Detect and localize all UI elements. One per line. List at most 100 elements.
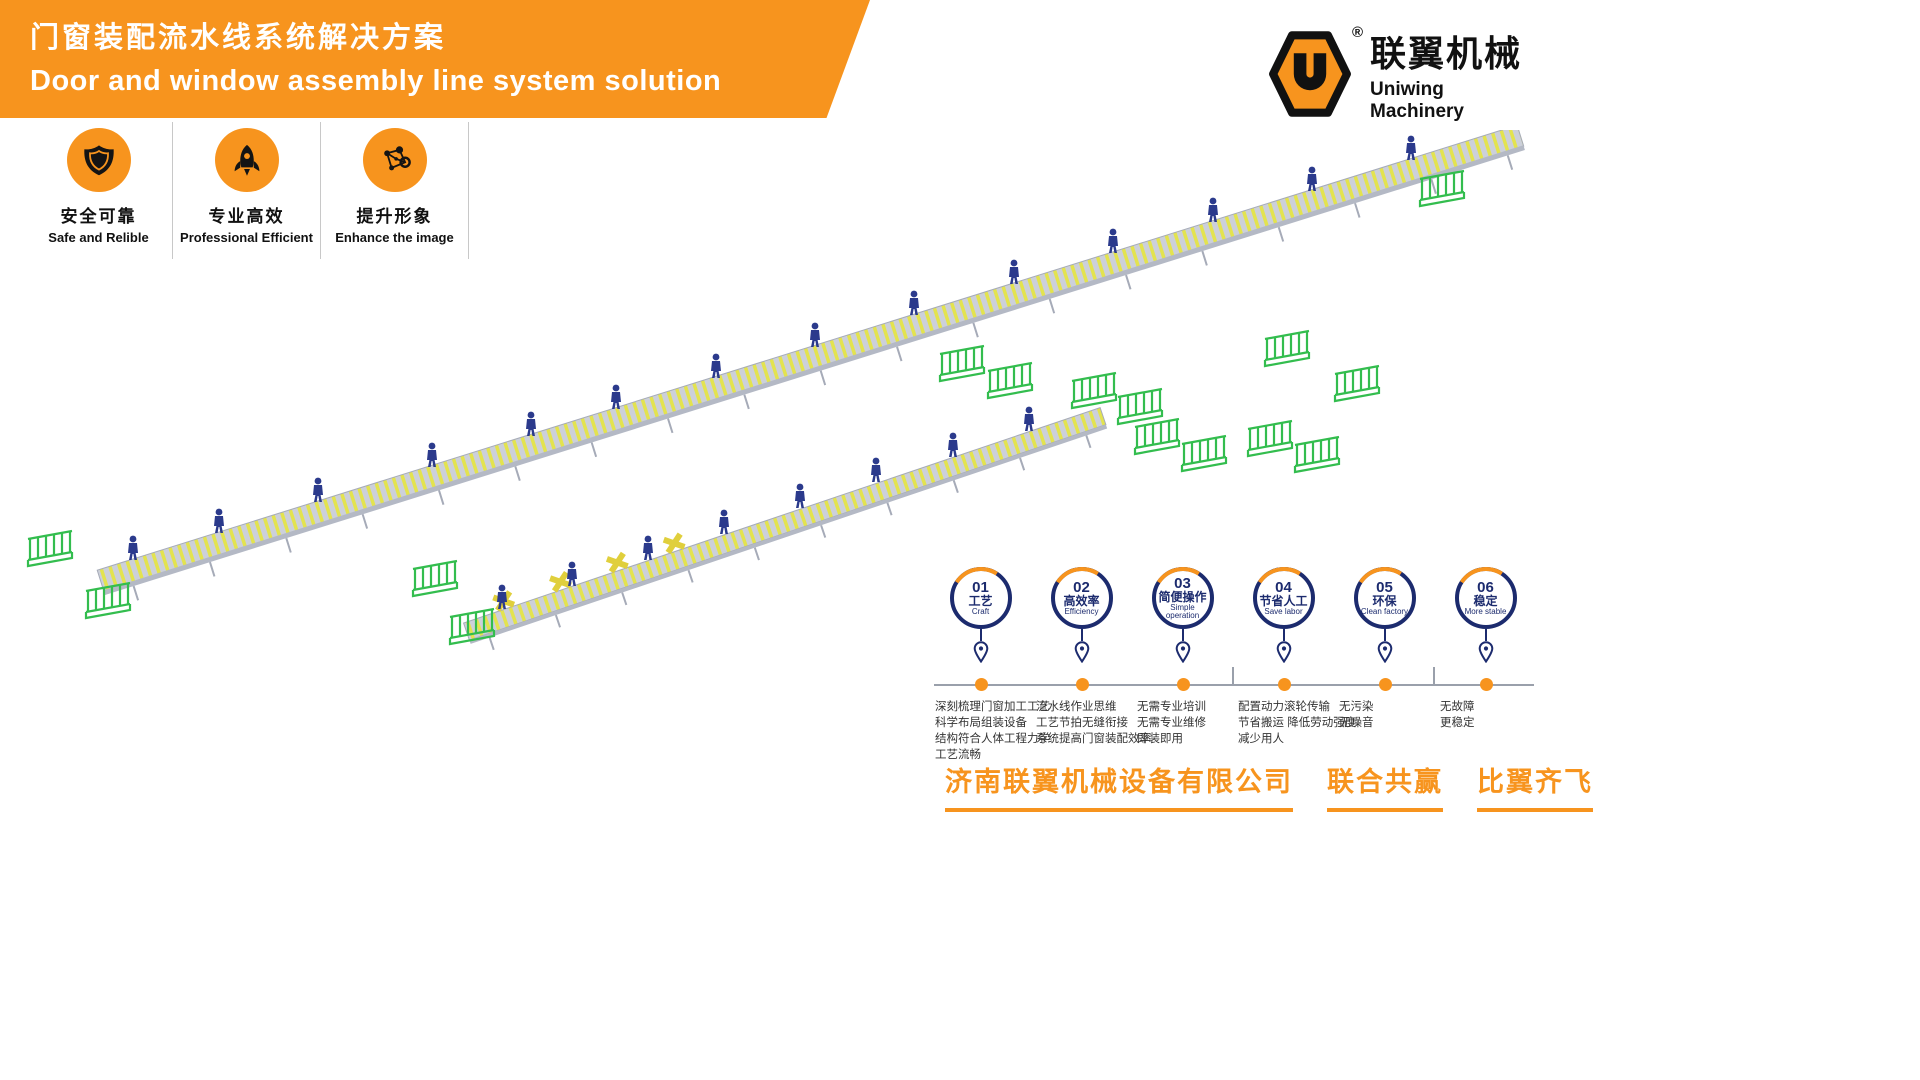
- detail-line: 结构符合人体工程力学: [935, 733, 1050, 745]
- axis-tick: [1433, 667, 1435, 686]
- map-pin-icon: [1175, 641, 1190, 663]
- feature-label-en: Enhance the image: [335, 230, 454, 245]
- detail-line: 节省搬运 降低劳动强度: [1238, 717, 1357, 729]
- timeline-number: 03: [1174, 575, 1191, 592]
- timeline-label-en: More stable: [1464, 607, 1507, 616]
- footer-slogans: 济南联翼机械设备有限公司 联合共赢 比翼齐飞: [945, 760, 1627, 812]
- axis-dot: [1378, 678, 1392, 691]
- circle-accent-arc: [1145, 561, 1220, 635]
- connector-stem: [1282, 629, 1285, 641]
- feature-label-en: Professional Efficient: [180, 230, 313, 245]
- timeline-circle: 03 简便操作 Simple operation: [1145, 561, 1220, 635]
- detail-line: 无噪音: [1339, 717, 1374, 729]
- timeline-item-03: 03 简便操作 Simple operation 无需专业培训 无需专业维修 即…: [1132, 561, 1233, 763]
- timeline-label-en: Simple operation: [1165, 603, 1200, 620]
- timeline-number: 04: [1275, 579, 1292, 596]
- timeline-item-06: 06 稳定 More stable 无故障 更稳定: [1435, 561, 1536, 763]
- feature-image: 提升形象 Enhance the image: [321, 122, 469, 259]
- detail-line: 流水线作业思维: [1036, 701, 1117, 713]
- circle-accent-arc: [943, 561, 1018, 635]
- axis-dot: [974, 678, 988, 691]
- slogan-1: 联合共赢: [1327, 760, 1443, 812]
- timeline-details: 流水线作业思维 工艺节拍无缝衔接 系统提高门窗装配效率: [1031, 699, 1151, 747]
- map-pin-icon: [1074, 641, 1089, 663]
- timeline-label-en: Save labor: [1264, 607, 1303, 616]
- detail-line: 工艺流畅: [935, 749, 981, 761]
- feature-circle: [214, 128, 279, 192]
- detail-line: 无需专业维修: [1137, 717, 1206, 729]
- timeline-details: 无污染 无噪音: [1334, 699, 1435, 731]
- detail-line: 无故障: [1440, 701, 1475, 713]
- timeline-details: 配置动力滚轮传输 节省搬运 降低劳动强度 减少用人: [1233, 699, 1357, 747]
- detail-line: 无污染: [1339, 701, 1374, 713]
- timeline-details: 无需专业培训 无需专业维修 即装即用: [1132, 699, 1233, 747]
- connector-stem: [1181, 629, 1184, 641]
- feature-circle: [362, 128, 427, 192]
- timeline-number: 06: [1477, 579, 1494, 596]
- detail-line: 科学布局组装设备: [935, 717, 1027, 729]
- timeline-details: 无故障 更稳定: [1435, 699, 1536, 731]
- timeline-item-01: 01 工艺 Craft 深刻梳理门窗加工工艺 科学布局组装设备 结构符合人体工程…: [930, 561, 1050, 763]
- company-name: 济南联翼机械设备有限公司: [945, 760, 1293, 812]
- detail-line: 工艺节拍无缝衔接: [1036, 717, 1128, 729]
- timeline-circle: 04 节省人工 Save labor: [1246, 561, 1321, 635]
- logo-name-zh: 联翼机械: [1370, 33, 1523, 74]
- map-pin-icon: [1478, 641, 1493, 663]
- feature-circle: [66, 128, 131, 192]
- timeline-label-zh: 稳定: [1473, 594, 1498, 608]
- logo-name-en: Uniwing Machinery: [1370, 79, 1464, 122]
- rocket-icon: [234, 144, 259, 176]
- feature-professional: 专业高效 Professional Efficient: [173, 122, 321, 259]
- timeline-circle: 05 环保 Clean factory: [1347, 561, 1422, 635]
- timeline-axis: [934, 684, 1534, 686]
- circle-accent-arc: [1044, 561, 1119, 635]
- axis-dot: [1075, 678, 1089, 691]
- timeline-number: 05: [1376, 579, 1393, 596]
- timeline-label-zh: 环保: [1372, 594, 1397, 608]
- axis-dot: [1479, 678, 1493, 691]
- logo-text: 联翼机械 Uniwing Machinery: [1370, 25, 1542, 123]
- connector-stem: [1080, 629, 1083, 641]
- timeline-circle: 02 高效率 Efficiency: [1044, 561, 1119, 635]
- shield-icon: [83, 145, 114, 176]
- axis-dot: [1176, 678, 1190, 691]
- slogan-2: 比翼齐飞: [1477, 760, 1593, 812]
- detail-line: 即装即用: [1137, 733, 1183, 745]
- timeline-number: 02: [1073, 579, 1090, 596]
- circle-accent-arc: [1347, 561, 1422, 635]
- detail-line: 深刻梳理门窗加工工艺: [935, 701, 1050, 713]
- timeline-label-en: Craft: [971, 607, 990, 616]
- connector-stem: [979, 629, 982, 641]
- hexagon-u-logo-icon: [1269, 31, 1351, 117]
- feature-label-en: Safe and Relible: [48, 230, 149, 245]
- timeline-details: 深刻梳理门窗加工工艺 科学布局组装设备 结构符合人体工程力学 工艺流畅: [930, 699, 1050, 763]
- detail-line: 减少用人: [1238, 733, 1284, 745]
- map-pin-icon: [1377, 641, 1392, 663]
- timeline-label-en: Efficiency: [1064, 607, 1099, 616]
- feature-label-zh: 安全可靠: [60, 207, 137, 226]
- circle-accent-arc: [1448, 561, 1523, 635]
- timeline-circle: 06 稳定 More stable: [1448, 561, 1523, 635]
- timeline-columns: 01 工艺 Craft 深刻梳理门窗加工工艺 科学布局组装设备 结构符合人体工程…: [930, 561, 1536, 763]
- axis-dot: [1277, 678, 1291, 691]
- connector-stem: [1383, 629, 1386, 641]
- axis-tick: [1232, 667, 1234, 686]
- feature-badges: 安全可靠 Safe and Relible 专业高效 Professional …: [25, 122, 469, 259]
- timeline-label-zh: 简便操作: [1158, 590, 1207, 604]
- detail-line: 配置动力滚轮传输: [1238, 701, 1330, 713]
- timeline-item-04: 04 节省人工 Save labor 配置动力滚轮传输 节省搬运 降低劳动强度 …: [1233, 561, 1357, 763]
- feature-safe: 安全可靠 Safe and Relible: [25, 122, 173, 259]
- detail-line: 无需专业培训: [1137, 701, 1206, 713]
- connector-stem: [1484, 629, 1487, 641]
- brand-logo: 联翼机械 Uniwing Machinery: [1262, 25, 1542, 123]
- feature-label-zh: 专业高效: [208, 207, 285, 226]
- page-title-en: Door and window assembly line system sol…: [30, 65, 722, 97]
- map-pin-icon: [1276, 641, 1291, 663]
- circle-accent-arc: [1246, 561, 1321, 635]
- timeline-item-02: 02 高效率 Efficiency 流水线作业思维 工艺节拍无缝衔接 系统提高门…: [1031, 561, 1151, 763]
- detail-line: 系统提高门窗装配效率: [1036, 733, 1151, 745]
- map-pin-icon: [973, 641, 988, 663]
- timeline-label-zh: 工艺: [968, 594, 993, 608]
- feature-label-zh: 提升形象: [356, 207, 433, 226]
